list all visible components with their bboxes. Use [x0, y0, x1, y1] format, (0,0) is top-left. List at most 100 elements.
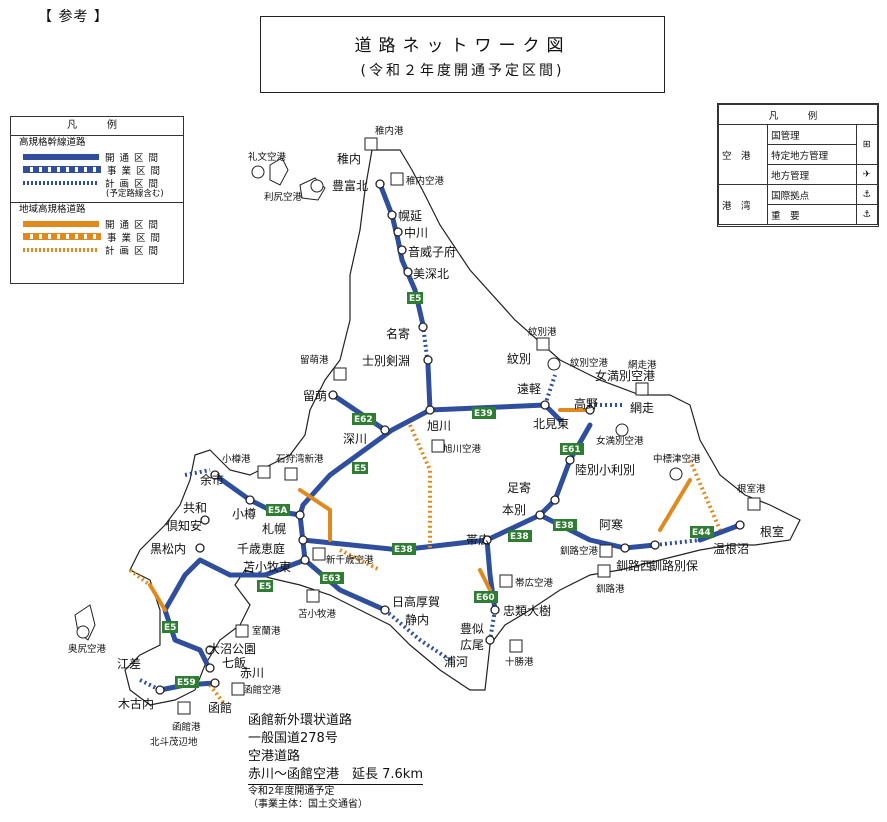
road-e63	[302, 557, 388, 613]
route-shield-e5a: E5A	[266, 504, 290, 516]
route-shield-e63: E63	[320, 572, 344, 584]
airport-label: 利尻空港	[264, 191, 303, 203]
city-label: 遠軽	[517, 382, 541, 396]
city-label: 士別剣淵	[362, 354, 410, 368]
note-route-number: 一般国道278号	[248, 731, 338, 746]
local-airport-icon	[251, 165, 265, 179]
port-label: 十勝港	[505, 656, 534, 668]
svg-text:E5: E5	[164, 623, 176, 633]
svg-text:E60: E60	[476, 593, 495, 603]
national-airport-icon	[599, 544, 613, 558]
node-bifuka	[403, 267, 413, 277]
road-plan-engaru-monbetsu	[543, 374, 557, 406]
port-label: 港 湾	[717, 184, 769, 225]
road-plan-kushiro-nemuro	[654, 538, 701, 547]
city-label: 美深北	[413, 267, 449, 281]
route-shield-e60: E60	[474, 591, 498, 603]
node-obihiro	[482, 535, 492, 545]
legend-trunk-plan: 計画区間	[11, 176, 183, 190]
airport-label: 礼文空港	[248, 151, 287, 163]
node-engaru	[540, 400, 550, 410]
port-anchor-icon	[597, 564, 611, 578]
node-yoichi	[210, 470, 220, 480]
node-toyotomi	[375, 179, 385, 189]
legend-trunk-project: 事業区間	[11, 163, 183, 177]
city-label: 倶知安	[166, 518, 202, 533]
city-label: 黒松内	[150, 542, 186, 556]
city-label: 江差	[117, 657, 141, 671]
svg-text:E5A: E5A	[268, 506, 287, 516]
city-label: 函館	[208, 700, 232, 715]
road-e5-central	[297, 362, 433, 518]
city-label: 豊富北	[332, 178, 368, 193]
city-label: 千歳恵庭	[237, 541, 285, 556]
legend-regional-category: 地域高規格道路	[19, 204, 86, 215]
port-anchor-icon	[284, 467, 298, 481]
city-label: 七飯	[222, 655, 246, 670]
city-label: 広尾	[460, 638, 484, 652]
node-hiroo	[485, 635, 495, 645]
city-label: 帯広	[466, 533, 490, 547]
node-honbetsu	[535, 510, 545, 520]
legend-trunk-open: 開通区間	[11, 150, 183, 164]
road-plan-nayoro-shibetsu	[421, 324, 430, 366]
local-airport-icon	[547, 357, 561, 371]
legend-regional-open: 開通区間	[11, 217, 183, 231]
port-anchor-icon	[536, 337, 550, 351]
svg-text:E61: E61	[562, 445, 581, 455]
city-label: 浦河	[444, 655, 468, 669]
port-anchor-icon	[306, 589, 320, 603]
svg-text:E63: E63	[322, 574, 341, 584]
city-label: 名寄	[386, 326, 410, 341]
city-label: 小樽	[232, 506, 256, 521]
node-otoineppu	[397, 245, 407, 255]
port-label: 根室港	[737, 483, 766, 495]
note-operator: （事業主体：国土交通省）	[248, 799, 368, 810]
port-label: 苫小牧港	[298, 608, 337, 620]
note-road-type: 空港道路	[248, 749, 301, 764]
node-kitami	[585, 405, 595, 415]
reference-label: 【 参考 】	[38, 9, 109, 25]
major-port-icon: ⚓	[855, 204, 879, 225]
local-airport-icon	[669, 467, 683, 481]
port-anchor-icon	[747, 497, 761, 511]
note-section-length: 赤川～函館空港 延長 7.6km	[248, 766, 423, 785]
node-asahikawa	[425, 405, 435, 415]
city-label: 北見東	[533, 417, 569, 431]
city-label: 深川	[343, 432, 367, 446]
airport-label: 稚内空港	[406, 175, 445, 187]
note-road-name: 函館新外環状道路	[248, 713, 353, 728]
road-regional-kushiro-open	[658, 478, 692, 532]
airport-label: 中標津空港	[653, 453, 701, 465]
callout-note: 函館新外環状道路 一般国道278号 空港道路 赤川～函館空港 延長 7.6km …	[248, 712, 423, 811]
city-label: 中川	[404, 225, 428, 240]
legend-trunk-category: 高規格幹線道路	[19, 137, 86, 148]
city-label: 足寄	[507, 480, 531, 495]
city-label: 余市	[200, 472, 224, 487]
port-anchor-icon	[235, 624, 249, 638]
road-regional-nakashibetsu-plan	[688, 459, 722, 531]
port-label: 釧路港	[596, 583, 625, 595]
road-regional-kuromatsunai-open	[148, 583, 167, 612]
port-anchor-icon	[364, 137, 378, 151]
port-label: 留萌港	[300, 354, 329, 366]
port-anchor-icon	[635, 382, 649, 396]
local-airport-icon	[310, 179, 324, 193]
city-label: 女満別空港	[595, 368, 655, 383]
national-airport-icon	[312, 547, 326, 561]
port-label: 函館港	[172, 721, 201, 733]
node-rumoi	[328, 390, 338, 400]
svg-text:E39: E39	[474, 409, 493, 419]
node-ashoro	[550, 495, 560, 505]
city-label: 旭川	[427, 419, 451, 433]
city-label: 音威子府	[408, 244, 456, 259]
node-fukagawa	[380, 425, 390, 435]
city-label: 網走	[630, 401, 654, 415]
node-nanae	[205, 663, 215, 673]
city-label: 札幌	[262, 521, 286, 536]
route-shield-e38-mid: E38	[508, 530, 532, 542]
svg-text:E5: E5	[409, 294, 421, 304]
city-label: 木古内	[118, 696, 154, 711]
legend-facilities: 凡 例 空 港国管理⊞ 特定地方管理 地方管理✈ 港 湾国際拠点⚓ 重 要⚓	[717, 103, 879, 227]
